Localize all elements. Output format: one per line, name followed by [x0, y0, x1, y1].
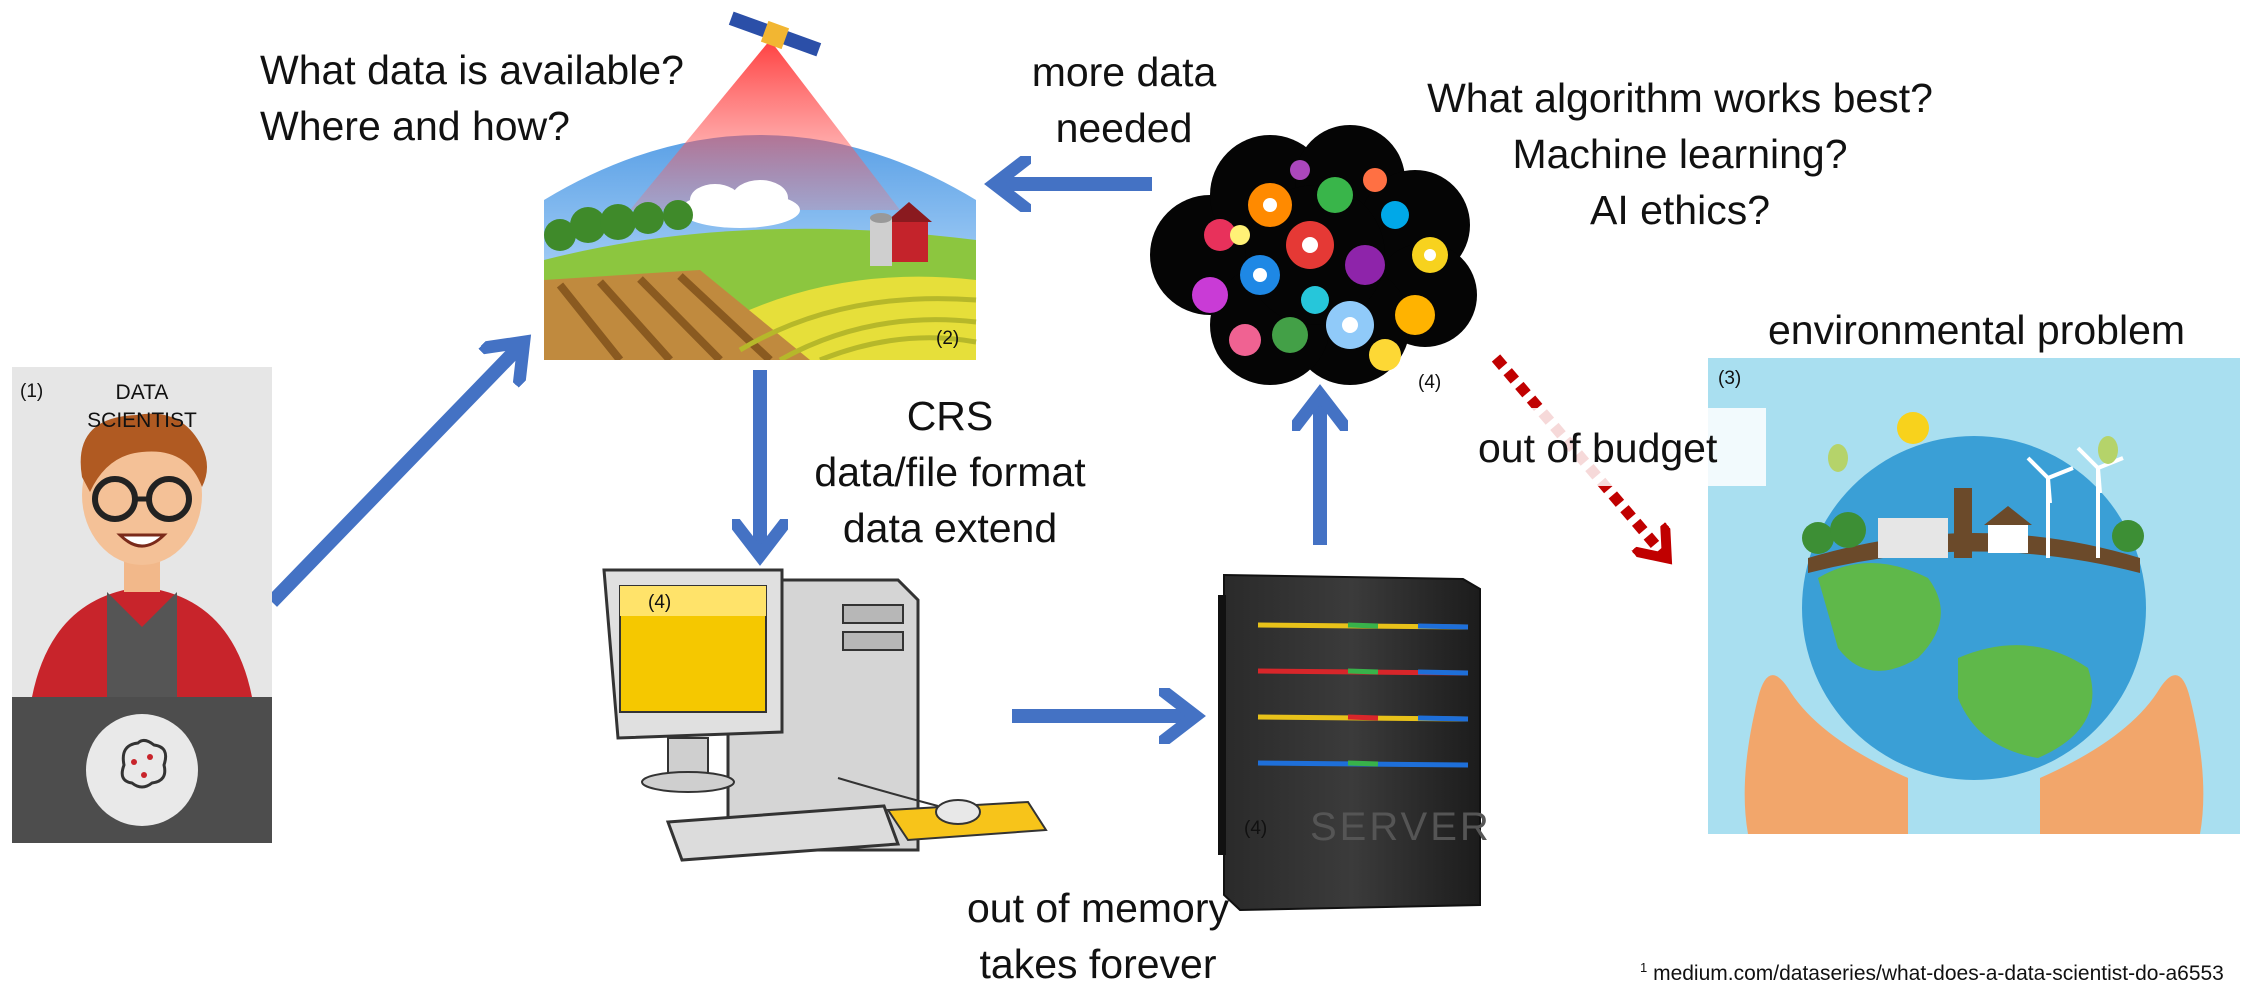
gears-cloud-illustration [1150, 125, 1477, 385]
desktop-computer-illustration [602, 568, 1048, 862]
data-question-line-1: What data is available? [260, 47, 684, 93]
cloud-ref: (4) [1418, 372, 1442, 393]
server-panel: (4) SERVER [1218, 565, 1489, 920]
computer-ref: (4) [648, 592, 672, 613]
data-question-line-2: Where and how? [260, 103, 570, 149]
algo-line-2: Machine learning? [1512, 131, 1848, 177]
source-footnote: 1 medium.com/dataseries/what-does-a-data… [1640, 960, 2224, 986]
crs-line-3: data extend [842, 505, 1058, 551]
more-data-line-1: more data [1031, 49, 1217, 95]
scientist-title: DATA SCIENTIST [12, 379, 272, 435]
memory-label: out of memory takes forever [938, 880, 1258, 992]
memory-line-1: out of memory [966, 885, 1230, 931]
crs-line-2: data/file format [814, 449, 1086, 495]
scientist-title-line-2: SCIENTIST [87, 409, 197, 432]
scientist-ref: (1) [20, 381, 44, 402]
data-scientist-panel: (1) DATA SCIENTIST [12, 367, 272, 843]
environment-panel: (3) [1708, 358, 2240, 834]
environment-ref: (3) [1718, 368, 1742, 389]
satellite-icon [728, 11, 822, 57]
budget-label-backdrop [1478, 408, 1766, 486]
environmental-problem-title: environmental problem [1768, 307, 2186, 353]
computer-panel: (4) [598, 560, 1058, 900]
arrow-scientist-to-data [266, 346, 520, 607]
earth-hands-illustration [1708, 358, 2240, 834]
server-ref: (4) [1244, 818, 1268, 839]
algo-line-1: What algorithm works best? [1427, 75, 1933, 121]
satellite-landscape-illustration [544, 11, 977, 360]
crs-line-1: CRS [906, 393, 994, 439]
data-format-label: CRS data/file format data extend [780, 388, 1120, 556]
data-availability-question: What data is available? Where and how? [260, 42, 684, 154]
footnote-number: 1 [1640, 960, 1648, 975]
more-data-line-2: needed [1055, 105, 1193, 151]
algo-line-3: AI ethics? [1589, 187, 1771, 233]
server-brand: SERVER [1310, 805, 1492, 849]
memory-line-2: takes forever [979, 941, 1217, 987]
server-tower-illustration [1218, 573, 1481, 912]
data-scientist-illustration [12, 367, 272, 843]
out-of-budget-label: out of budget [1478, 425, 1718, 471]
algorithm-question: What algorithm works best? Machine learn… [1380, 70, 1980, 238]
landscape-ref: (2) [936, 328, 960, 349]
footnote-url: medium.com/dataseries/what-does-a-data-s… [1653, 962, 2224, 985]
more-data-label: more data needed [1004, 44, 1244, 156]
landscape-panel: (2) [540, 10, 980, 360]
algorithm-cloud-panel: (4) [1150, 125, 1480, 395]
scientist-title-line-1: DATA [115, 381, 169, 404]
barn-icon [870, 202, 932, 266]
